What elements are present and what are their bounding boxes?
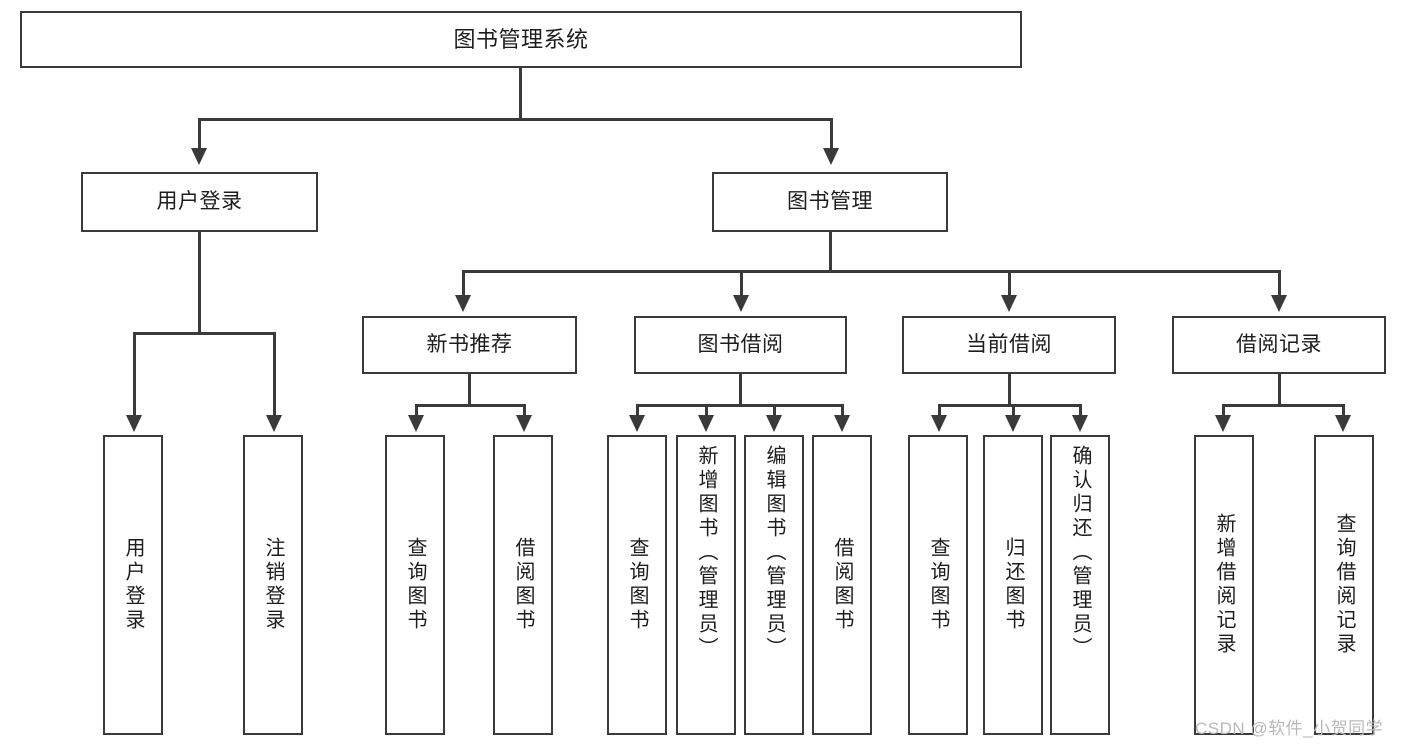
node-leaf-borrow-book-2[interactable]: 借阅图书 [812,435,872,735]
connector-book-borrow-to-leaf-2 [705,404,708,418]
connector-new-book-bus [415,404,525,407]
node-leaf-logout[interactable]: 注销登录 [243,435,303,735]
arrowhead-new-book-recommend [455,295,471,312]
connector-book-management-stem [829,232,832,272]
connector-root-to-book-management [830,118,833,150]
node-label: 查询图书 [626,537,648,633]
arrowhead-current-borrow-leaf-2 [1005,415,1021,432]
node-label: 图书管理 [787,189,873,213]
arrowhead-current-borrow-leaf-1 [931,415,947,432]
connector-user-login-stem [198,232,201,334]
connector-new-book-stem [468,374,471,406]
arrowhead-book-borrow-leaf-2 [698,415,714,432]
connector-book-borrow-to-leaf-3 [773,404,776,418]
connector-current-borrow-bus [938,404,1080,407]
connector-book-borrow-bus [636,404,843,407]
arrowhead-borrow-record-leaf-1 [1215,415,1231,432]
node-label: 编辑图书（管理员） [763,445,785,661]
connector-to-borrow-record [1278,270,1281,298]
connector-level2-bus [462,270,1280,273]
arrowhead-book-borrow-leaf-1 [629,415,645,432]
connector-user-login-to-leaf-2 [273,332,276,418]
node-label: 新书推荐 [426,332,513,356]
connector-user-login-to-leaf-1 [133,332,136,418]
connector-new-book-to-leaf-2 [523,404,526,418]
connector-to-current-borrow [1008,270,1011,298]
node-leaf-borrow-book-1[interactable]: 借阅图书 [493,435,553,735]
node-label: 当前借阅 [966,332,1052,356]
node-label: 确认归还（管理员） [1069,445,1091,661]
connector-current-borrow-to-leaf-2 [1012,404,1015,418]
node-label: 借阅记录 [1236,332,1322,356]
connector-new-book-to-leaf-1 [415,404,418,418]
connector-user-login-bus [133,332,275,335]
arrowhead-borrow-record-leaf-2 [1335,415,1351,432]
node-leaf-add-record[interactable]: 新增借阅记录 [1194,435,1254,735]
node-label: 查询图书 [927,537,949,633]
connector-borrow-record-bus [1222,404,1344,407]
connector-borrow-record-to-leaf-2 [1342,404,1345,418]
arrowhead-root-to-book-management [823,148,839,165]
connector-current-borrow-stem [1008,374,1011,406]
arrowhead-borrow-record [1271,295,1287,312]
node-label: 借阅图书 [512,537,534,633]
node-leaf-query-book-2[interactable]: 查询图书 [607,435,667,735]
node-leaf-confirm-return[interactable]: 确认归还（管理员） [1050,435,1110,735]
arrowhead-current-borrow-leaf-3 [1072,415,1088,432]
connector-borrow-record-stem [1278,374,1281,406]
node-label: 用户登录 [122,537,144,633]
node-leaf-add-book[interactable]: 新增图书（管理员） [676,435,736,735]
node-label: 图书借阅 [697,332,784,356]
arrowhead-book-borrow-leaf-4 [834,415,850,432]
connector-current-borrow-to-leaf-1 [938,404,941,418]
node-label: 查询图书 [404,537,426,633]
node-current-borrow[interactable]: 当前借阅 [902,316,1116,374]
node-label: 图书管理系统 [453,26,589,52]
arrowhead-new-book-leaf-2 [516,415,532,432]
node-label: 用户登录 [156,189,243,213]
connector-root-to-user-login [198,118,201,150]
arrowhead-user-login-leaf-1 [126,415,142,432]
node-leaf-edit-book[interactable]: 编辑图书（管理员） [744,435,804,735]
node-leaf-query-book-1[interactable]: 查询图书 [385,435,445,735]
arrowhead-current-borrow [1001,295,1017,312]
connector-to-book-borrow [740,270,743,298]
connector-current-borrow-to-leaf-3 [1079,404,1082,418]
node-user-login[interactable]: 用户登录 [81,172,318,232]
connector-book-borrow-to-leaf-4 [841,404,844,418]
node-leaf-query-book-3[interactable]: 查询图书 [908,435,968,735]
node-label: 注销登录 [262,537,284,633]
node-label: 借阅图书 [831,537,853,633]
connector-root-bus [198,118,832,121]
node-book-borrow[interactable]: 图书借阅 [634,316,847,374]
node-label: 新增图书（管理员） [695,445,717,661]
arrowhead-root-to-user-login [191,148,207,165]
node-leaf-return-book[interactable]: 归还图书 [983,435,1043,735]
arrowhead-book-borrow [733,295,749,312]
arrowhead-new-book-leaf-1 [408,415,424,432]
node-label: 查询借阅记录 [1333,513,1355,657]
node-root-book-management-system[interactable]: 图书管理系统 [20,11,1022,68]
node-label: 归还图书 [1002,537,1024,633]
node-new-book-recommend[interactable]: 新书推荐 [362,316,577,374]
connector-to-new-book-recommend [462,270,465,298]
node-label: 新增借阅记录 [1213,513,1235,657]
node-borrow-record[interactable]: 借阅记录 [1172,316,1386,374]
connector-borrow-record-to-leaf-1 [1222,404,1225,418]
connector-root-stem [519,68,522,120]
connector-book-borrow-stem [739,374,742,406]
node-book-management[interactable]: 图书管理 [712,172,948,232]
arrowhead-user-login-leaf-2 [266,415,282,432]
connector-book-borrow-to-leaf-1 [636,404,639,418]
node-leaf-user-login[interactable]: 用户登录 [103,435,163,735]
arrowhead-book-borrow-leaf-3 [766,415,782,432]
node-leaf-query-record[interactable]: 查询借阅记录 [1314,435,1374,735]
